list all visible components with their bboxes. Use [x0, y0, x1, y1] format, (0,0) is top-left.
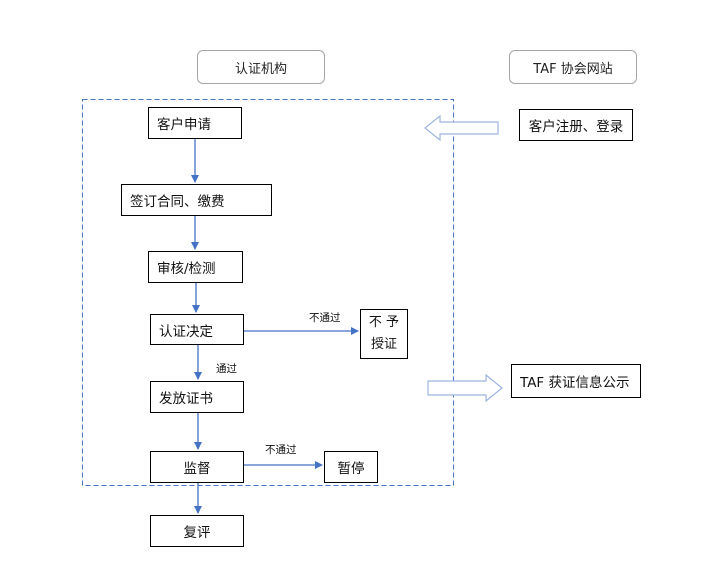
step-issue: 发放证书 — [150, 381, 244, 413]
step-review: 审核/检测 — [148, 251, 243, 283]
step-decision: 认证决定 — [150, 314, 244, 345]
label-not-passed-supervise: 不通过 — [265, 444, 297, 456]
label-not-passed-decision: 不通过 — [309, 312, 341, 324]
step-supervise: 监督 — [150, 451, 244, 483]
taf-publish: TAF 获证信息公示 — [511, 364, 641, 398]
taf-register: 客户注册、登录 — [519, 109, 633, 141]
outcome-reject-line1: 不 予 — [368, 315, 400, 330]
header-taf-site: TAF 协会网站 — [509, 50, 637, 84]
header-cert-body: 认证机构 — [197, 50, 325, 84]
cert-body-boundary — [82, 99, 454, 486]
step-reassess: 复评 — [150, 515, 244, 547]
outcome-suspend: 暂停 — [324, 451, 378, 483]
hollow-arrow-right — [427, 373, 503, 403]
label-passed: 通过 — [216, 363, 237, 375]
hollow-arrow-left — [424, 114, 499, 142]
step-apply: 客户申请 — [148, 107, 242, 139]
outcome-reject-line2: 授证 — [370, 337, 397, 352]
step-contract: 签订合同、缴费 — [121, 184, 272, 216]
outcome-reject: 不 予 授证 — [360, 309, 408, 359]
